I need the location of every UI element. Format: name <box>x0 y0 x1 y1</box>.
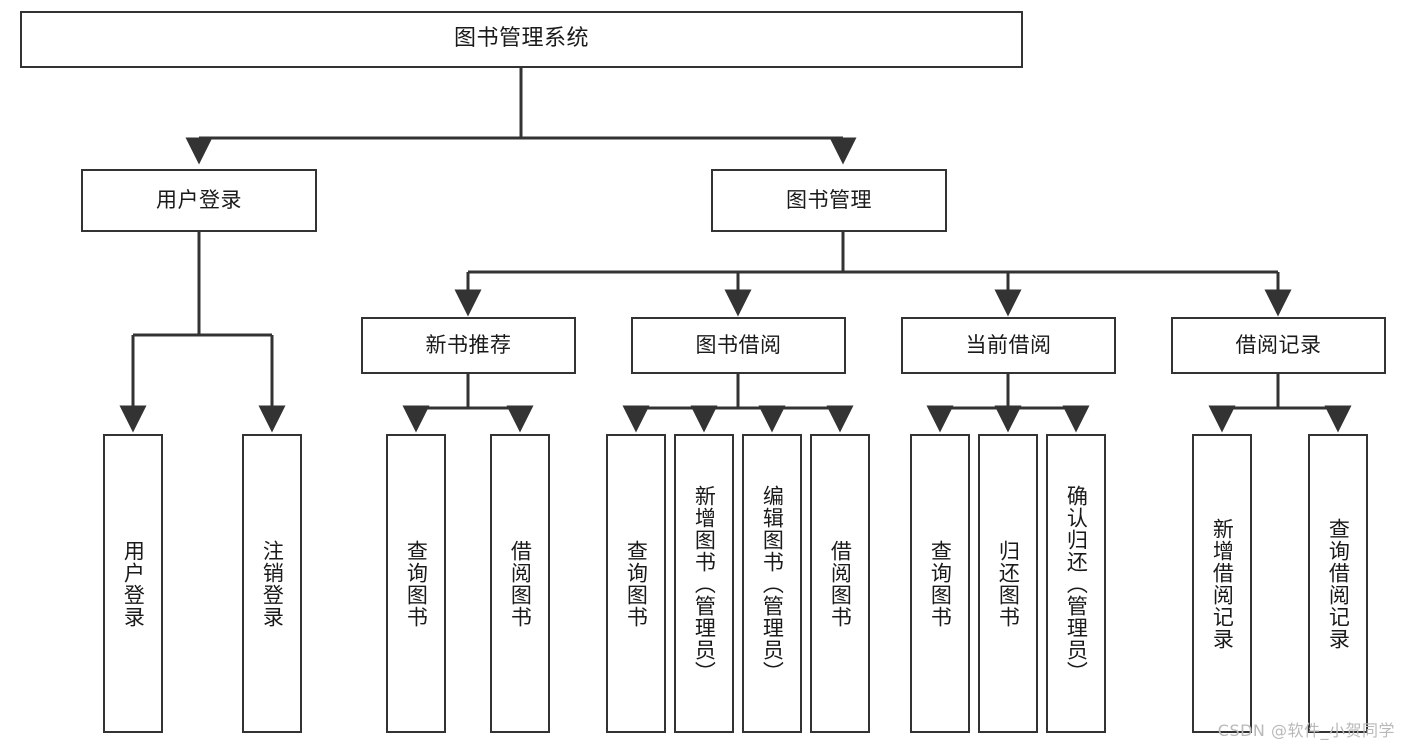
leaf-current-query-book[interactable]: 查询图书 <box>910 434 970 733</box>
node-current-borrow[interactable]: 当前借阅 <box>901 317 1116 374</box>
csdn-watermark: CSDN @软件_小贺同学 <box>1217 721 1395 740</box>
node-label: 新书推荐 <box>425 332 512 357</box>
node-label: 查询借阅记录 <box>1326 517 1351 650</box>
node-label: 编辑图书（管理员） <box>760 484 785 683</box>
node-label: 新增借阅记录 <box>1210 517 1235 650</box>
node-label: 注销登录 <box>260 539 285 628</box>
leaf-user-login[interactable]: 用户登录 <box>103 434 163 733</box>
leaf-current-return-book[interactable]: 归还图书 <box>978 434 1038 733</box>
node-label: 当前借阅 <box>965 332 1052 357</box>
node-root-book-management-system[interactable]: 图书管理系统 <box>20 11 1023 68</box>
node-label: 确认归还（管理员） <box>1064 484 1089 683</box>
node-new-book-recommend[interactable]: 新书推荐 <box>361 317 576 374</box>
leaf-logout[interactable]: 注销登录 <box>242 434 302 733</box>
leaf-records-add-record[interactable]: 新增借阅记录 <box>1192 434 1252 733</box>
leaf-borrow-borrow-book[interactable]: 借阅图书 <box>810 434 870 733</box>
leaf-borrow-edit-book-admin[interactable]: 编辑图书（管理员） <box>742 434 802 733</box>
leaf-newbook-borrow-book[interactable]: 借阅图书 <box>490 434 550 733</box>
node-label: 图书借阅 <box>695 332 782 357</box>
node-label: 借阅记录 <box>1235 332 1322 357</box>
node-label: 用户登录 <box>121 539 146 628</box>
node-book-borrow[interactable]: 图书借阅 <box>631 317 846 374</box>
node-label: 借阅图书 <box>828 539 853 628</box>
node-label: 查询图书 <box>928 539 953 628</box>
node-book-management[interactable]: 图书管理 <box>711 169 947 232</box>
leaf-records-query-record[interactable]: 查询借阅记录 <box>1308 434 1368 733</box>
node-label: 新增图书（管理员） <box>692 484 717 683</box>
node-label: 归还图书 <box>996 539 1021 628</box>
node-borrow-records[interactable]: 借阅记录 <box>1171 317 1386 374</box>
node-user-login[interactable]: 用户登录 <box>81 169 317 232</box>
node-label: 用户登录 <box>156 187 242 212</box>
node-label: 借阅图书 <box>508 539 533 628</box>
node-label: 图书管理 <box>786 187 872 212</box>
node-label: 查询图书 <box>624 539 649 628</box>
leaf-borrow-add-book-admin[interactable]: 新增图书（管理员） <box>674 434 734 733</box>
leaf-newbook-query-book[interactable]: 查询图书 <box>386 434 446 733</box>
leaf-current-confirm-return-admin[interactable]: 确认归还（管理员） <box>1046 434 1106 733</box>
node-label: 图书管理系统 <box>453 26 589 52</box>
node-label: 查询图书 <box>404 539 429 628</box>
leaf-borrow-query-book[interactable]: 查询图书 <box>606 434 666 733</box>
